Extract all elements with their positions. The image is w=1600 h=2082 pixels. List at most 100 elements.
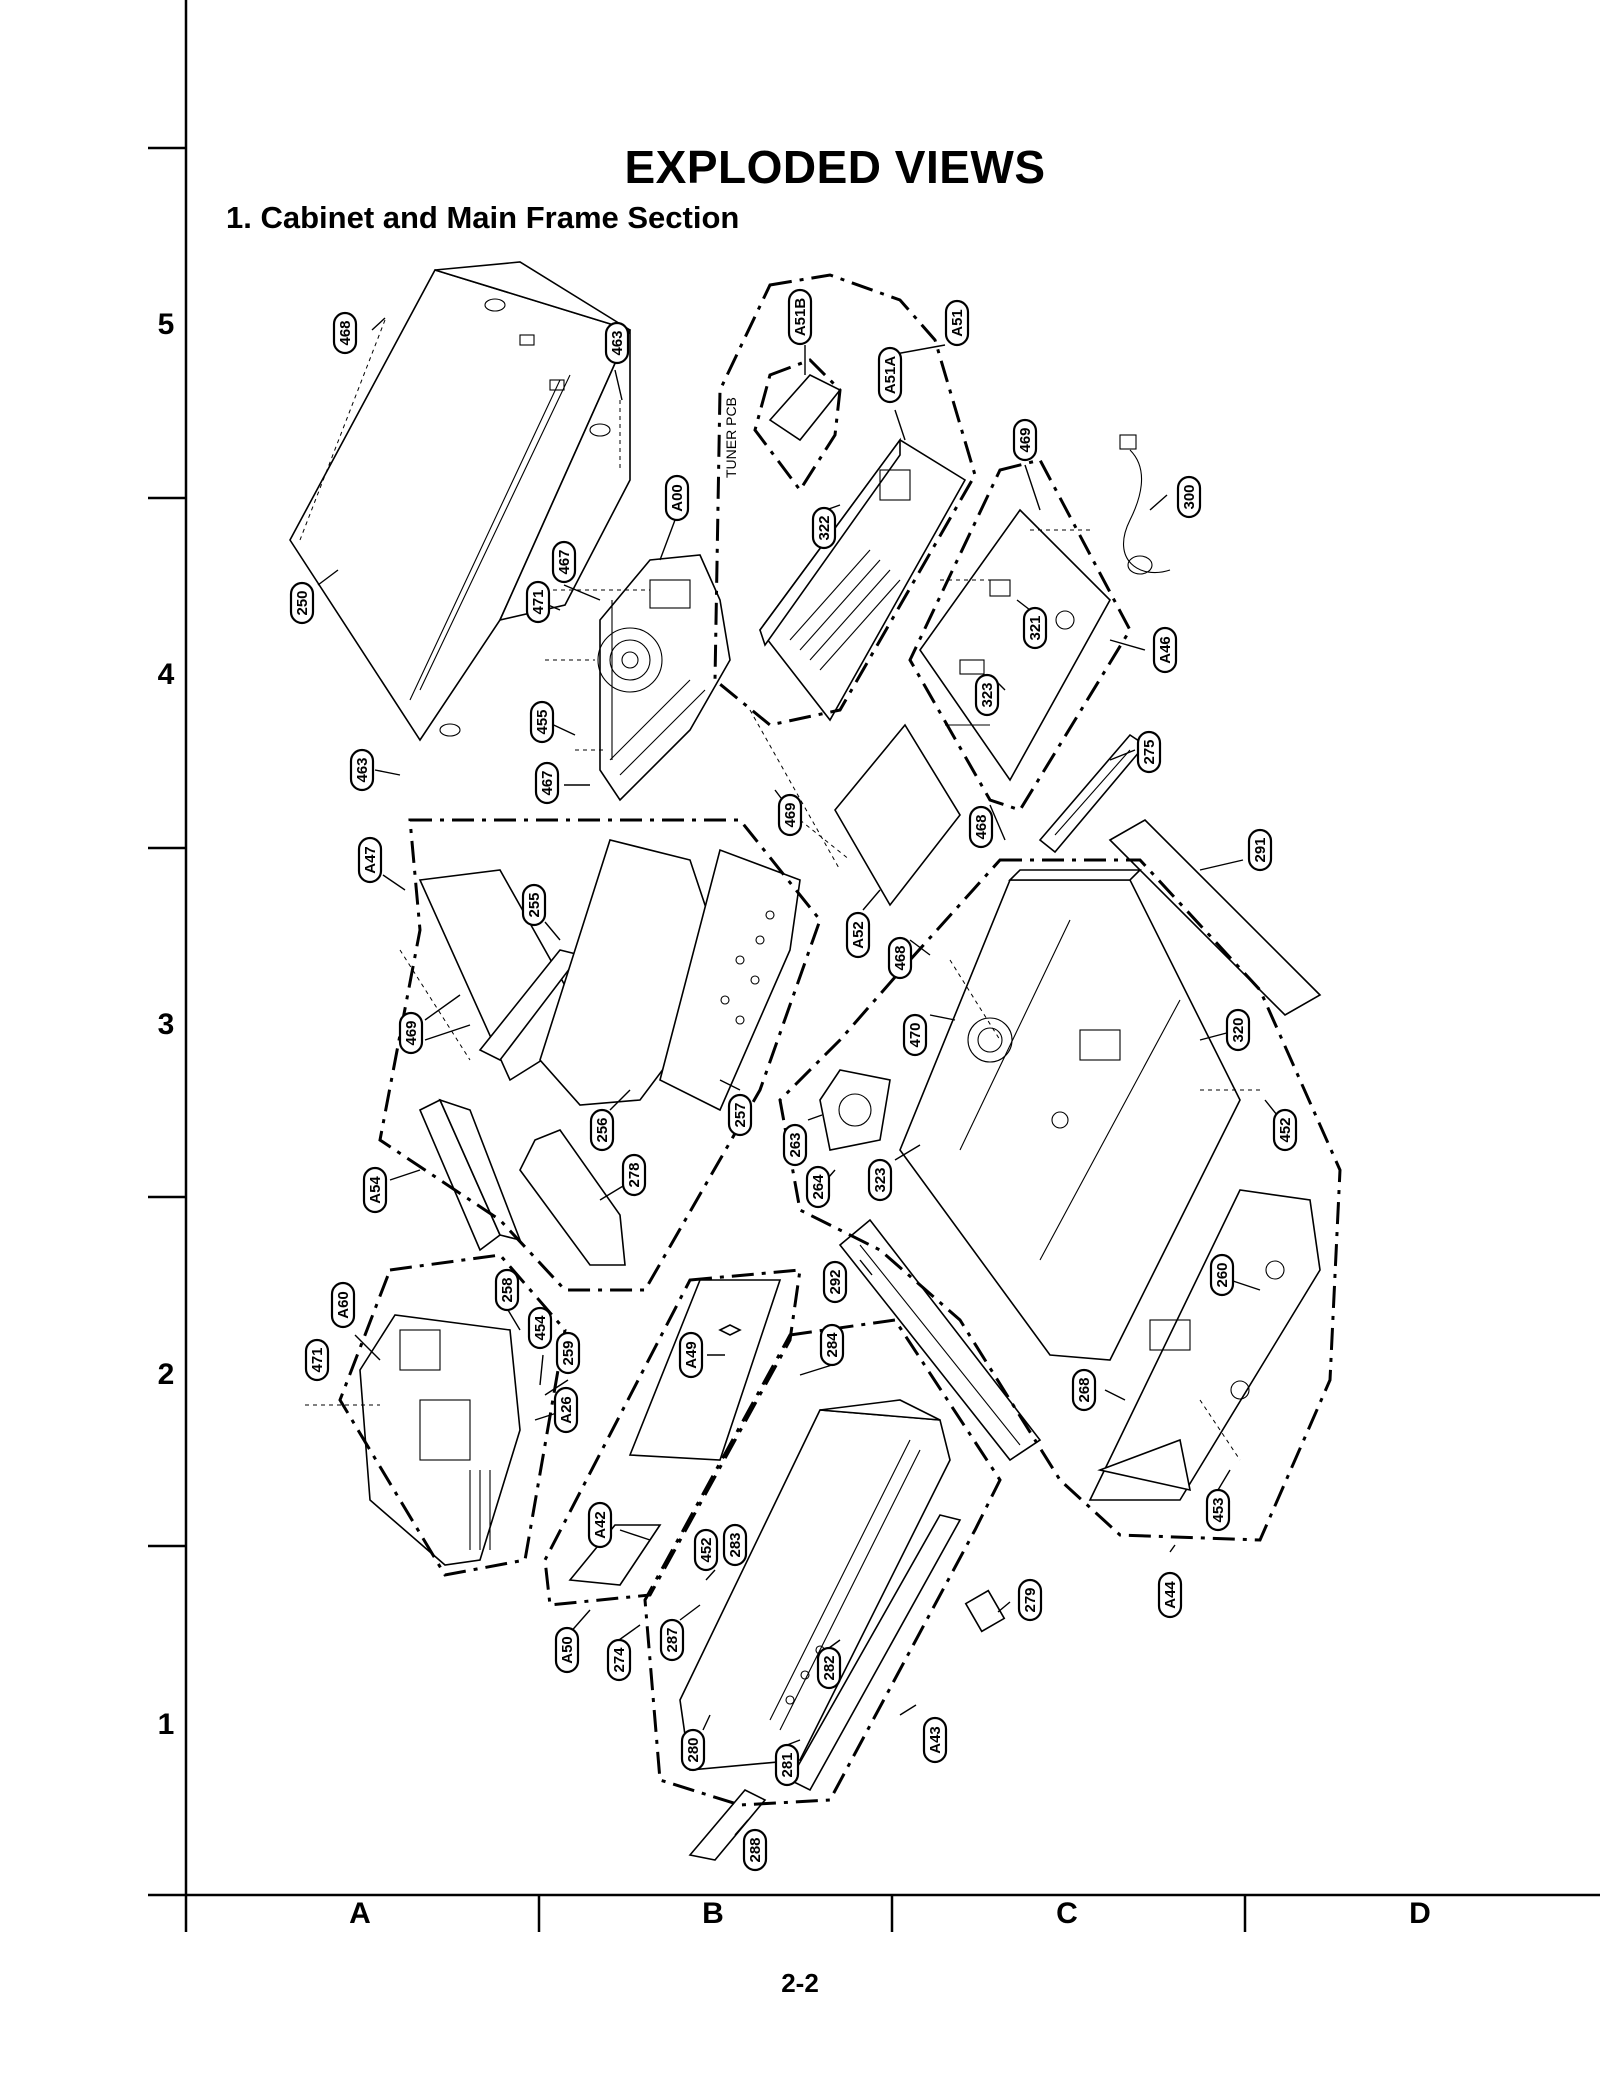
callout-467-label: 467 (539, 770, 556, 795)
callout-268-label: 268 (1076, 1377, 1093, 1402)
callout-a42-label: A42 (592, 1511, 609, 1539)
callout-463: 463 (349, 748, 375, 792)
callout-a60-label: A60 (335, 1291, 352, 1319)
callout-288-label: 288 (747, 1837, 764, 1862)
page-number: 2-2 (781, 1968, 819, 1998)
callout-300-label: 300 (1181, 484, 1198, 509)
callout-323: 323 (867, 1158, 893, 1202)
callout-a49: A49 (678, 1331, 704, 1379)
callout-a52-label: A52 (850, 921, 867, 949)
callout-453: 453 (1205, 1488, 1231, 1532)
callout-264: 264 (805, 1165, 831, 1209)
callout-469: 469 (777, 793, 803, 837)
callout-323-label: 323 (979, 682, 996, 707)
callout-250-label: 250 (294, 590, 311, 615)
callout-463-label: 463 (609, 330, 626, 355)
callout-a54-label: A54 (367, 1176, 384, 1204)
callout-469: 469 (1012, 418, 1038, 462)
callout-a44: A44 (1157, 1571, 1183, 1619)
callout-a51a-label: A51A (882, 356, 899, 395)
cooling-fan-part (819, 1069, 891, 1151)
callout-468: 468 (887, 936, 913, 980)
callout-a49-label: A49 (683, 1341, 700, 1369)
callout-292-label: 292 (827, 1269, 844, 1294)
grid-row-label-1: 1 (157, 1708, 175, 1741)
callout-468: 468 (332, 311, 358, 355)
callout-463-label: 463 (354, 757, 371, 782)
callout-a26: A26 (553, 1386, 579, 1434)
section-outline-a46 (908, 458, 1132, 812)
callout-258: 258 (494, 1268, 520, 1312)
callout-323: 323 (974, 673, 1000, 717)
callout-a47: A47 (357, 836, 383, 884)
section-outline-a50 (543, 1268, 802, 1607)
callout-274-label: 274 (611, 1647, 628, 1673)
callout-257-label: 257 (732, 1102, 749, 1127)
callout-a51b-label: A51B (792, 298, 809, 337)
callout-291: 291 (1247, 828, 1273, 872)
callout-452-label: 452 (1277, 1117, 1294, 1142)
callout-280-label: 280 (685, 1737, 702, 1762)
board-a52-part (799, 723, 961, 907)
callout-264-label: 264 (810, 1174, 827, 1200)
callout-a50: A50 (554, 1626, 580, 1674)
callout-a51a: A51A (877, 346, 903, 404)
callout-452: 452 (693, 1528, 719, 1572)
callout-a43-label: A43 (927, 1726, 944, 1754)
callout-281-label: 281 (779, 1752, 796, 1777)
callout-467: 467 (551, 540, 577, 584)
callout-a42: A42 (587, 1501, 613, 1549)
callout-471-label: 471 (530, 589, 547, 614)
callout-259-label: 259 (560, 1340, 577, 1365)
grid-row-label-3: 3 (157, 1008, 175, 1041)
tuner-pcb-annotation: TUNER PCB (723, 397, 739, 478)
callout-468-label: 468 (337, 320, 354, 345)
callout-259: 259 (555, 1331, 581, 1375)
power-cord-part (1119, 434, 1171, 575)
grid-row-label-4: 4 (157, 658, 175, 691)
callout-322-label: 322 (816, 515, 833, 540)
callout-a52: A52 (845, 911, 871, 959)
callout-452: 452 (1272, 1108, 1298, 1152)
callout-469-label: 469 (403, 1020, 420, 1045)
callout-a43: A43 (922, 1716, 948, 1764)
callout-255-label: 255 (526, 892, 543, 917)
bottom-plate-part (838, 1218, 1042, 1462)
section-outline-a60 (338, 1253, 567, 1577)
callout-a50-label: A50 (559, 1636, 576, 1664)
callout-321-label: 321 (1027, 615, 1044, 640)
callout-469-label: 469 (1017, 427, 1034, 452)
callout-260: 260 (1209, 1253, 1235, 1297)
callout-469: 469 (398, 1011, 424, 1055)
grid-column-label-a: A (349, 1897, 371, 1930)
section-outline-c-chassis (778, 858, 1342, 1542)
section-outline-a51 (713, 273, 977, 727)
callout-256-label: 256 (594, 1117, 611, 1142)
callout-455: 455 (529, 700, 555, 744)
callout-282-label: 282 (821, 1655, 838, 1680)
callout-275: 275 (1136, 730, 1162, 774)
section-outline-a43 (643, 1318, 1002, 1807)
callout-454: 454 (527, 1306, 553, 1350)
callout-284-label: 284 (824, 1332, 841, 1358)
callout-452-label: 452 (698, 1537, 715, 1562)
section-outline-a47 (378, 818, 822, 1292)
callout-a47-label: A47 (362, 846, 379, 874)
callout-470-label: 470 (907, 1022, 924, 1047)
callout-281: 281 (774, 1743, 800, 1787)
callout-a54: A54 (362, 1166, 388, 1214)
board-a54-part (418, 1098, 626, 1266)
callout-287-label: 287 (664, 1627, 681, 1652)
callout-279: 279 (1017, 1578, 1043, 1622)
callout-454-label: 454 (532, 1315, 549, 1341)
callout-453-label: 453 (1210, 1497, 1227, 1522)
callout-323-label: 323 (872, 1167, 889, 1192)
callout-291-label: 291 (1252, 837, 1269, 862)
callout-469-label: 469 (782, 802, 799, 827)
callout-a00-label: A00 (669, 484, 686, 512)
page-frame (148, 0, 1600, 1932)
callout-a44-label: A44 (1162, 1581, 1179, 1609)
callout-255: 255 (521, 883, 547, 927)
callout-a51: A51 (944, 299, 970, 347)
